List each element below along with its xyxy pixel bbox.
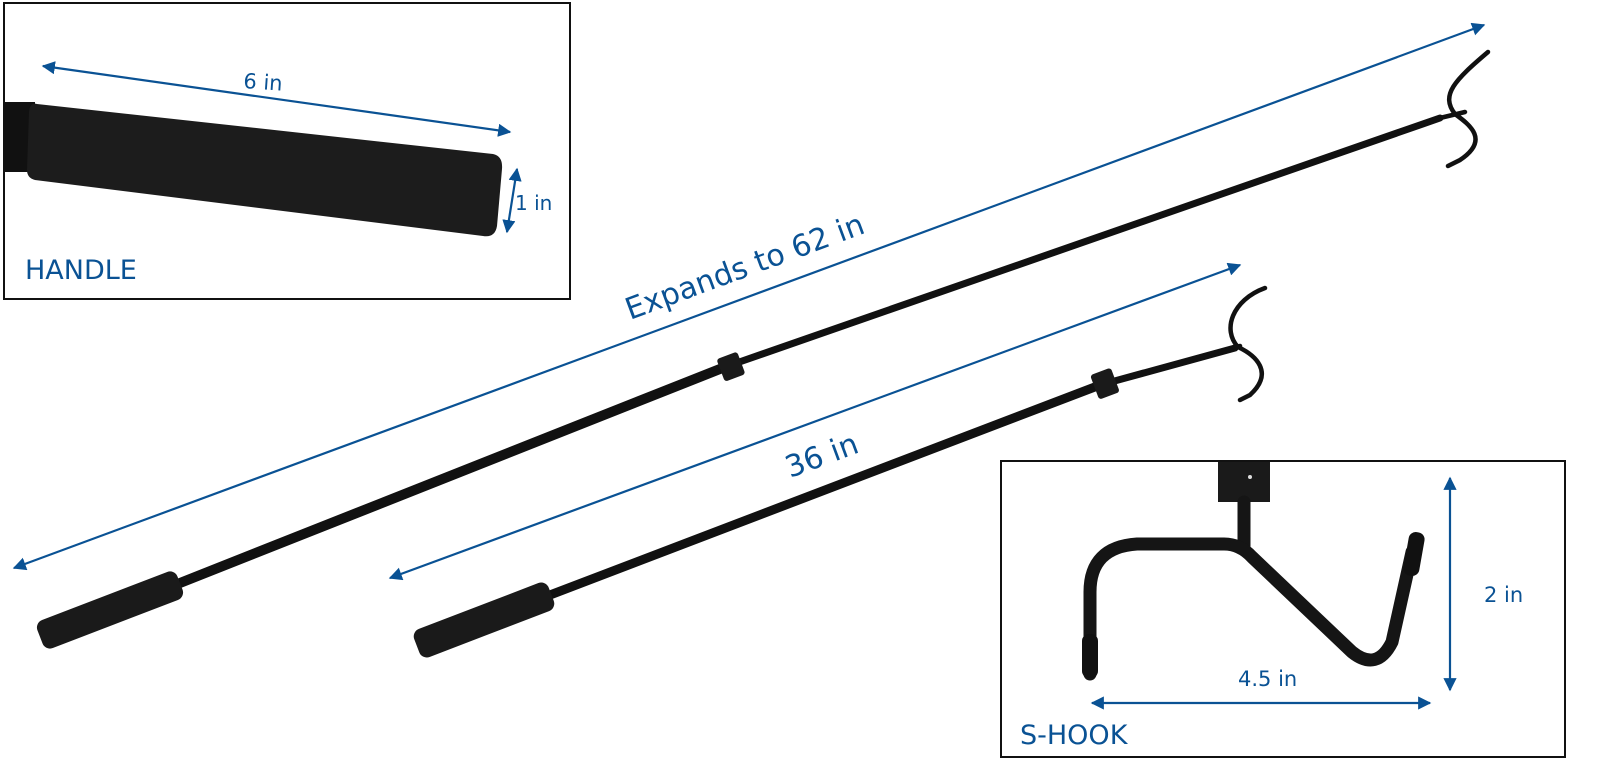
handle-inset-title: HANDLE: [25, 255, 137, 286]
handle-length-label: 6 in: [243, 69, 284, 96]
s-hook-height-label: 2 in: [1484, 583, 1523, 607]
handle-diameter-arrow: [502, 167, 522, 234]
s-hook-tip-right: [1403, 532, 1425, 576]
s-hook-inset-title: S-HOOK: [1020, 720, 1129, 751]
s-hook-collar: [1218, 462, 1270, 502]
s-hook-inset: 4.5 in 2 in S-HOOK: [1000, 460, 1566, 758]
handle-inset: 6 in 1 in HANDLE: [3, 2, 571, 300]
s-hook-inset-illustration: 4.5 in 2 in S-HOOK: [1020, 462, 1523, 751]
s-hook-width-label: 4.5 in: [1238, 667, 1297, 691]
handle-grip: [27, 103, 503, 237]
s-hook: [1083, 495, 1419, 681]
handle-diameter-label: 1 in: [515, 191, 552, 215]
handle-length-arrow: [41, 61, 512, 137]
s-hook-tip-left: [1082, 634, 1098, 678]
short-pole: [413, 285, 1268, 658]
handle-inset-illustration: 6 in 1 in HANDLE: [5, 61, 552, 286]
short-pole-dimension-arrow: [388, 262, 1242, 581]
long-pole-dimension-label: Expands to 62 in: [621, 207, 870, 327]
